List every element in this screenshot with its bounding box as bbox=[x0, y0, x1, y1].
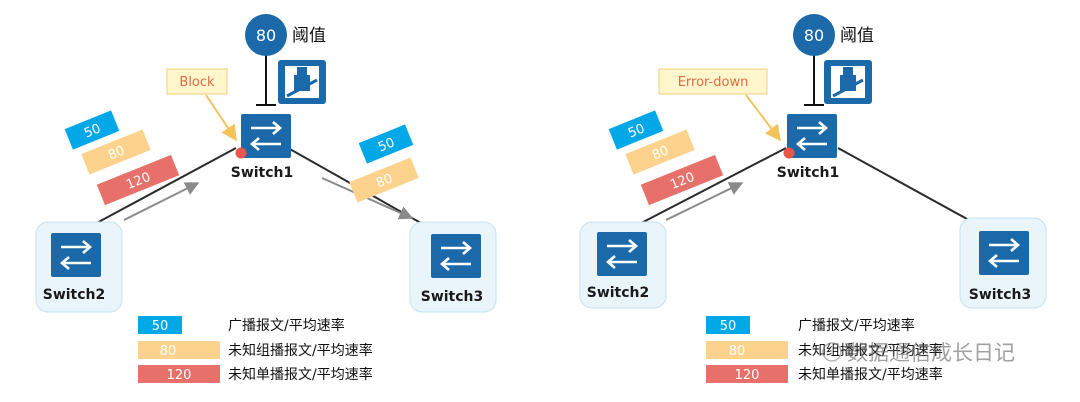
threshold-badge bbox=[793, 14, 835, 56]
svg-text:50: 50 bbox=[376, 135, 397, 155]
svg-text:120: 120 bbox=[735, 368, 760, 383]
unknown-unicast-tag: 120 bbox=[640, 154, 724, 206]
svg-text:80: 80 bbox=[106, 143, 127, 163]
switch3-icon bbox=[977, 229, 1031, 277]
threshold-label: 阈值 bbox=[840, 26, 874, 46]
out-broadcast-tag: 50 bbox=[358, 124, 414, 164]
svg-text:80: 80 bbox=[729, 344, 746, 359]
threshold-badge bbox=[245, 14, 287, 56]
svg-text:广播报文/平均速率: 广播报文/平均速率 bbox=[798, 317, 915, 334]
error-down-callout bbox=[658, 68, 768, 95]
threshold-value: 80 bbox=[256, 26, 276, 45]
legend: 50 广播报文/平均速率 80 未知组播报文/平均速率 120 未知单播报文/平… bbox=[138, 316, 373, 383]
wechat-icon bbox=[822, 342, 842, 362]
switch2-label: Switch2 bbox=[587, 285, 650, 301]
switch2-label: Switch2 bbox=[43, 287, 106, 303]
traffic-in-arrow bbox=[123, 182, 200, 221]
svg-text:80: 80 bbox=[160, 344, 177, 359]
svg-text:未知组播报文/平均速率: 未知组播报文/平均速率 bbox=[798, 342, 943, 359]
switch1-icon bbox=[239, 112, 293, 160]
svg-text:未知单播报文/平均速率: 未知单播报文/平均速率 bbox=[798, 366, 943, 383]
svg-text:50: 50 bbox=[152, 319, 169, 334]
switch1-icon bbox=[785, 112, 839, 160]
switch3-icon bbox=[429, 232, 483, 280]
switch3-label: Switch3 bbox=[421, 289, 484, 305]
traffic-in-arrow bbox=[665, 182, 744, 221]
threshold-label: 阈值 bbox=[292, 26, 326, 46]
tollgate-barrier-icon bbox=[276, 58, 328, 106]
switch1-label: Switch1 bbox=[231, 165, 294, 181]
watermark: 数据通信成长日记 bbox=[822, 341, 1015, 365]
out-unknown-multicast-tag: 80 bbox=[349, 157, 419, 203]
tollgate-barrier-icon bbox=[822, 58, 874, 106]
svg-text:50: 50 bbox=[626, 121, 647, 141]
unknown-multicast-tag: 80 bbox=[625, 129, 695, 175]
switch1-label: Switch1 bbox=[777, 165, 840, 181]
svg-text:80: 80 bbox=[374, 171, 395, 191]
error-down-port-dot bbox=[783, 147, 795, 159]
svg-text:50: 50 bbox=[720, 319, 737, 334]
unknown-unicast-tag: 120 bbox=[96, 154, 180, 206]
svg-text:50: 50 bbox=[82, 121, 103, 141]
svg-text:数据通信成长日记: 数据通信成长日记 bbox=[847, 341, 1015, 365]
switch3-label: Switch3 bbox=[969, 287, 1032, 303]
svg-text:80: 80 bbox=[650, 143, 671, 163]
svg-text:广播报文/平均速率: 广播报文/平均速率 bbox=[228, 317, 345, 334]
blocked-port-dot bbox=[235, 147, 247, 159]
threshold-value: 80 bbox=[804, 26, 824, 45]
svg-text:未知组播报文/平均速率: 未知组播报文/平均速率 bbox=[228, 342, 373, 359]
callout-text: Error-down bbox=[678, 75, 749, 90]
unknown-multicast-tag: 80 bbox=[81, 129, 151, 175]
svg-text:120: 120 bbox=[167, 368, 192, 383]
right-panel: 80 阈值 Error-down Switch1 Switch2 Switch3… bbox=[579, 14, 1047, 383]
svg-text:未知单播报文/平均速率: 未知单播报文/平均速率 bbox=[228, 366, 373, 383]
broadcast-tag: 50 bbox=[608, 110, 664, 150]
callout-text: Block bbox=[179, 75, 215, 90]
link-switch2-switch1 bbox=[79, 147, 237, 233]
block-callout bbox=[166, 68, 228, 95]
broadcast-tag: 50 bbox=[64, 110, 120, 150]
legend: 50 广播报文/平均速率 80 未知组播报文/平均速率 120 未知单播报文/平… bbox=[706, 316, 943, 383]
left-panel: 80 阈值 Block Switch1 Switch2 Switch3 50 8… bbox=[35, 14, 497, 383]
switch2-icon bbox=[595, 230, 649, 278]
link-switch2-switch1 bbox=[623, 147, 787, 233]
switch2-icon bbox=[49, 231, 103, 279]
